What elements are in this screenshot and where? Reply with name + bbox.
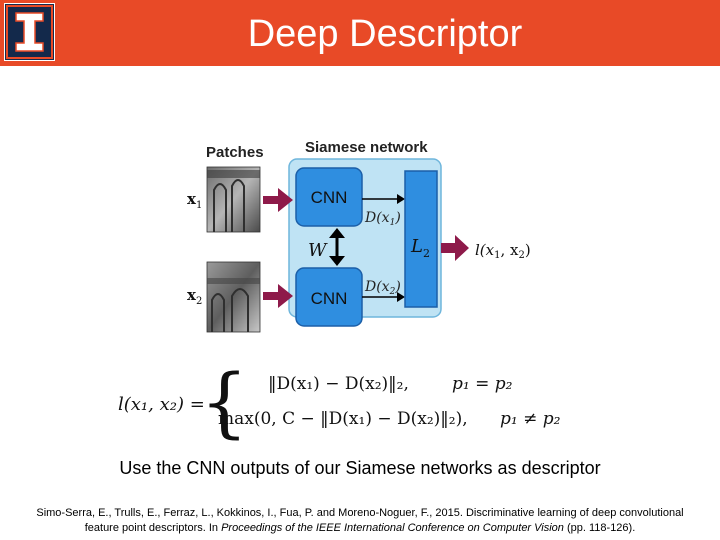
citation-line2-start: feature point descriptors. In (84, 522, 222, 534)
x1-label: x1 (187, 190, 202, 211)
arrow-l2-to-loss (441, 235, 469, 261)
network-label: Siamese network (305, 139, 428, 156)
citation-venue: Proceedings of the IEEE International Co… (221, 522, 564, 534)
cnn1-box (295, 167, 363, 227)
equation-brace: { (200, 357, 248, 446)
cnn1-label: CNN (311, 188, 348, 207)
university-block-i-logo (4, 3, 55, 61)
equation-lhs: l(x₁, x₂) = (118, 394, 205, 415)
citation: Simo-Serra, E., Trulls, E., Ferraz, L., … (20, 506, 700, 536)
weight-sharing-arrow (329, 228, 345, 266)
l2-box (404, 170, 438, 308)
d1-label: D(x1) (364, 210, 401, 228)
slide-caption: Use the CNN outputs of our Siamese netwo… (119, 458, 601, 478)
l2-label: L2 (410, 236, 430, 260)
patch-x2-image (206, 261, 261, 333)
w-label: W (308, 240, 328, 261)
x2-label: x2 (187, 286, 202, 307)
header-bar: Deep Descriptor (0, 0, 720, 66)
arrow-patch2-to-cnn2 (263, 284, 293, 308)
arrow-cnn2-to-l2 (362, 292, 405, 302)
equation-case2-condition: p₁ ≠ p₂ (500, 409, 561, 429)
cnn2-label: CNN (311, 289, 348, 308)
citation-pages: (pp. 118-126). (563, 522, 636, 534)
patches-label: Patches (206, 144, 264, 161)
citation-line1: Simo-Serra, E., Trulls, E., Ferraz, L., … (36, 507, 684, 519)
patch-x1-image (206, 166, 261, 233)
equation-case2: max(0, C − ‖D(x₁) − D(x₂)‖₂), (218, 409, 468, 429)
loss-equation: l(x₁, x₂) = { ‖D(x₁) − D(x₂)‖₂, p₁ = p₂ … (118, 357, 561, 446)
arrow-cnn1-to-l2 (362, 194, 405, 204)
d2-label: D(x2) (364, 279, 401, 297)
equation-case1: ‖D(x₁) − D(x₂)‖₂, (268, 374, 409, 394)
arrow-patch1-to-cnn1 (263, 188, 293, 212)
loss-output-label: l(x1, x2) (475, 241, 531, 261)
page-title: Deep Descriptor (247, 13, 523, 55)
equation-case1-condition: p₁ = p₂ (452, 374, 513, 394)
